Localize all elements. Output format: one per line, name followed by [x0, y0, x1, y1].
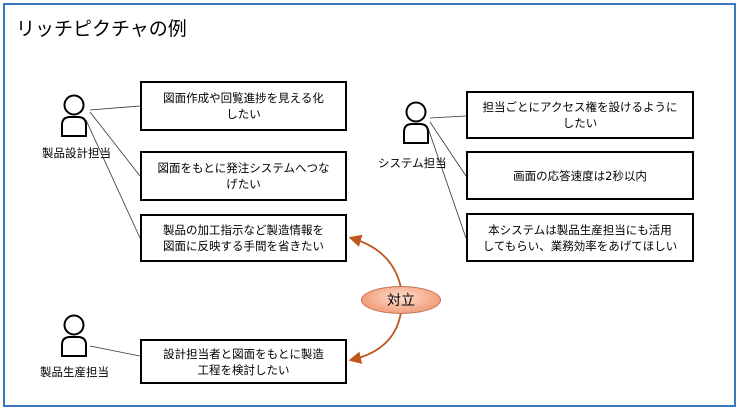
conflict-arrow-bottom: [348, 311, 402, 364]
design-actor: [57, 94, 93, 143]
requirement-box-system-2: 画面の応答速度は2秒以内: [466, 151, 694, 200]
connector-production-1: [89, 345, 141, 357]
system-actor: [399, 101, 435, 150]
requirement-box-system-1: 担当ごとにアクセス権を設けるように したい: [466, 91, 694, 139]
connector-system-3: [427, 127, 467, 239]
connector-design-2: [89, 111, 141, 177]
requirement-box-system-3: 本システムは製品生産担当にも活用 してもらい、業務効率をあげてほしい: [466, 213, 694, 262]
conflict-ellipse: 対立: [361, 286, 441, 314]
requirement-box-production-1: 設計担当者と図面をもとに製造 工程を検討したい: [140, 339, 347, 384]
requirement-box-design-1: 図面作成や回覧進捗を見える化 したい: [140, 81, 347, 131]
connector-system-1: [429, 115, 467, 119]
connector-design-3: [85, 119, 141, 239]
person-icon: [403, 101, 429, 144]
conflict-label: 対立: [387, 293, 415, 309]
system-actor-label: システム担当: [378, 156, 447, 170]
production-actor-label: 製品生産担当: [40, 365, 109, 379]
production-actor: [57, 314, 93, 363]
requirement-box-design-3: 製品の加工指示など製造情報を 図面に反映する手間を省きたい: [140, 214, 347, 262]
design-actor-label: 製品設計担当: [42, 146, 111, 160]
connector-design-1: [89, 105, 141, 111]
connector-system-2: [429, 121, 467, 177]
conflict-arrow-top: [348, 234, 402, 289]
person-icon: [61, 94, 87, 137]
person-icon: [61, 314, 87, 357]
diagram-title: リッチピクチャの例: [16, 18, 187, 40]
requirement-box-design-2: 図面をもとに発注システムへつな げたい: [140, 151, 347, 201]
